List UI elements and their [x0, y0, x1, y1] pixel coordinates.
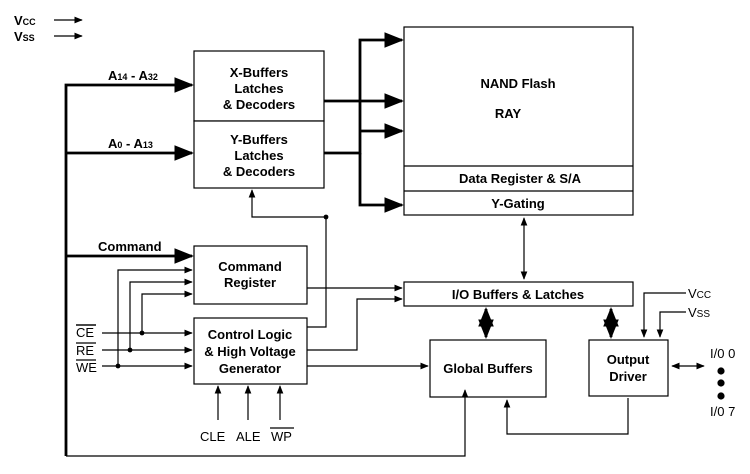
re-label: RE — [76, 343, 94, 358]
nand-ray-label: RAY — [495, 106, 522, 121]
x-buffers-block: X-Buffers Latches & Decoders — [193, 50, 325, 122]
ybuf-line-2: Latches — [234, 148, 283, 163]
command-bus-label: Command — [98, 239, 162, 254]
cle-label: CLE — [200, 429, 226, 444]
ce-label: CE — [76, 325, 94, 340]
vcc-label: VCC — [14, 13, 36, 28]
ctrl-line-3: Generator — [219, 361, 281, 376]
io-buffers-label: I/O Buffers & Latches — [452, 287, 584, 302]
control-feedback-lines — [248, 189, 329, 328]
addr-low-label: A0 - A13 — [108, 136, 153, 151]
y-buffers-block: Y-Buffers Latches & Decoders — [193, 120, 325, 189]
control-input-lines: CE RE WE — [76, 266, 193, 375]
address-bus — [64, 77, 469, 457]
io7-label: I/0 7 — [710, 404, 735, 419]
io-connections — [307, 217, 629, 435]
cmdreg-line-1: Command — [218, 259, 282, 274]
xbuf-line-3: & Decoders — [223, 97, 295, 112]
data-register-label: Data Register & S/A — [459, 171, 582, 186]
io-pins: I/0 0 I/0 7 — [671, 346, 735, 419]
io0-label: I/0 0 — [710, 346, 735, 361]
cmdreg-line-2: Register — [224, 275, 276, 290]
io-buffers-block: I/O Buffers & Latches — [403, 281, 634, 307]
out-vcc-label: VCC — [688, 286, 711, 301]
buffer-to-array-arrows — [324, 32, 404, 213]
nand-flash-label: NAND Flash — [480, 76, 555, 91]
ctrl-line-2: & High Voltage — [204, 344, 295, 359]
addr-high-label: A14 - A32 — [108, 68, 158, 83]
out-vss-label: VSS — [688, 305, 710, 320]
ybuf-line-3: & Decoders — [223, 164, 295, 179]
global-buffers-label: Global Buffers — [443, 361, 533, 376]
we-label: WE — [76, 360, 97, 375]
ybuf-line-1: Y-Buffers — [230, 132, 288, 147]
cle-ale-wp-inputs: CLE ALE WP — [200, 385, 294, 444]
nand-flash-array: NAND Flash RAY Data Register & S/A Y-Gat… — [403, 26, 634, 216]
y-gating-label: Y-Gating — [491, 196, 545, 211]
output-line-1: Output — [607, 352, 650, 367]
global-buffers-block: Global Buffers — [429, 339, 547, 398]
output-line-2: Driver — [609, 369, 647, 384]
ale-label: ALE — [236, 429, 261, 444]
output-driver-block: Output Driver — [588, 339, 669, 397]
ctrl-line-1: Control Logic — [208, 327, 293, 342]
xbuf-line-2: Latches — [234, 81, 283, 96]
wp-label: WP — [271, 429, 292, 444]
vss-label: VSS — [14, 29, 35, 44]
command-register-block: Command Register — [193, 245, 308, 305]
power-legend: VCC VSS — [14, 13, 83, 44]
output-power: VCC VSS — [640, 286, 711, 338]
xbuf-line-1: X-Buffers — [230, 65, 289, 80]
control-logic-block: Control Logic & High Voltage Generator — [193, 317, 308, 385]
